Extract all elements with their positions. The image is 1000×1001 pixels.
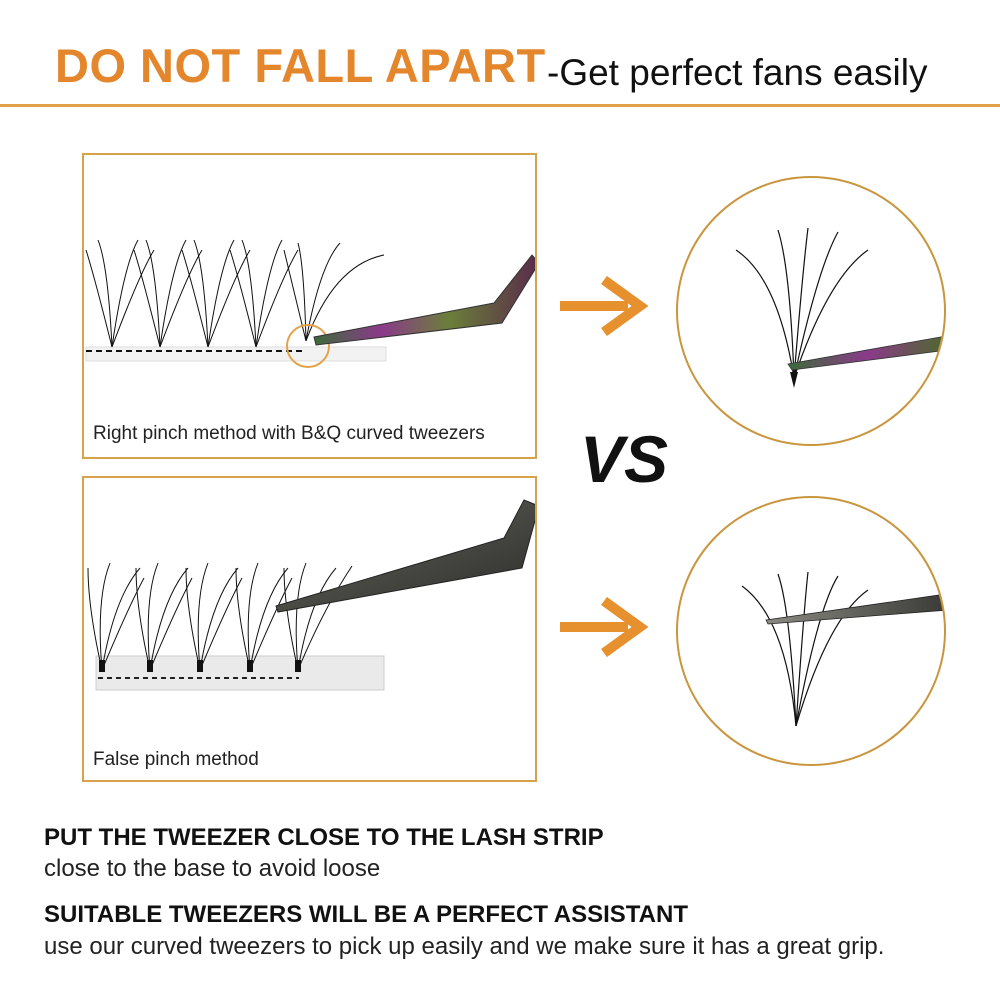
right-pinch-zoom bbox=[676, 176, 946, 446]
vs-text: VS bbox=[580, 422, 668, 492]
header-divider bbox=[0, 104, 1000, 107]
tip-text-2: use our curved tweezers to pick up easil… bbox=[44, 933, 885, 960]
page-subtitle: -Get perfect fans easily bbox=[547, 52, 928, 93]
arrow-right-icon bbox=[560, 276, 648, 336]
vs-label: VS bbox=[578, 420, 668, 497]
false-pinch-caption: False pinch method bbox=[93, 749, 259, 770]
tip-text-1: close to the base to avoid loose bbox=[44, 855, 381, 882]
right-pinch-caption: Right pinch method with B&Q curved tweez… bbox=[93, 423, 485, 444]
right-pinch-panel: Right pinch method with B&Q curved tweez… bbox=[82, 153, 537, 459]
tip-heading-1: PUT THE TWEEZER CLOSE TO THE LASH STRIP bbox=[44, 824, 604, 851]
right-pinch-illustration bbox=[85, 239, 535, 368]
false-pinch-panel: False pinch method bbox=[82, 476, 537, 782]
tip-heading-2: SUITABLE TWEEZERS WILL BE A PERFECT ASSI… bbox=[44, 901, 689, 928]
arrow-right-icon bbox=[560, 597, 648, 657]
page-title: DO NOT FALL APART bbox=[55, 39, 546, 92]
false-pinch-illustration bbox=[87, 499, 535, 691]
false-pinch-zoom bbox=[676, 496, 946, 766]
